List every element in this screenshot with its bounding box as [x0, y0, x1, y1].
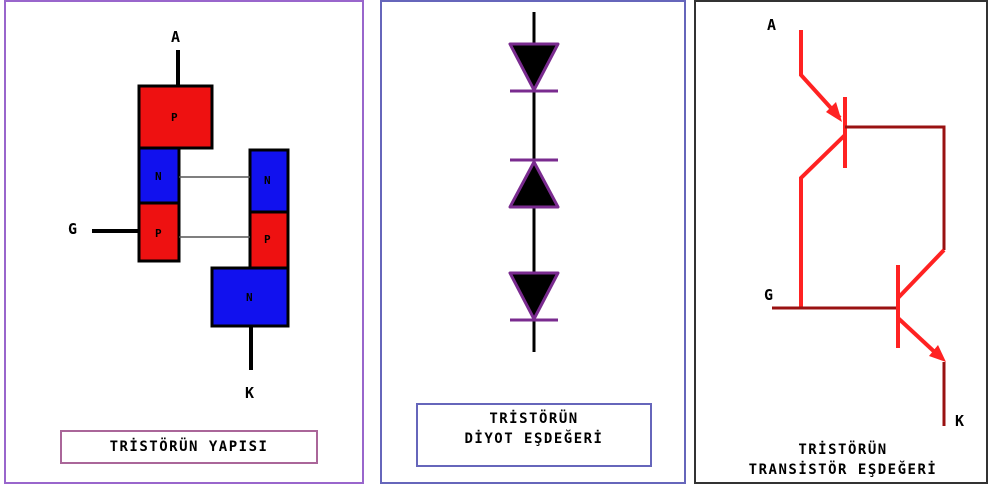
diode-caption-line2: DİYOT EŞDEĞERİ: [464, 431, 604, 447]
diode-caption-line1: TRİSTÖRÜN: [489, 411, 579, 427]
transistor-equivalent-diagram: A G K: [764, 16, 964, 430]
npn-collector-lead: [896, 248, 946, 300]
left-layer-3-text: P: [155, 227, 162, 240]
transistor-caption-line1: TRİSTÖRÜN: [798, 442, 888, 458]
pnp-transistor-symbol: [799, 30, 946, 308]
diode-1-triangle: [508, 42, 560, 92]
structure-panel: [4, 0, 364, 484]
left-p-layer-top: [137, 84, 214, 150]
structure-caption-text: TRİSTÖRÜN YAPISI: [109, 439, 269, 455]
cathode-label: K: [245, 384, 254, 402]
pnp-emitter-arrow: [826, 102, 842, 122]
right-layer-3-text: N: [246, 291, 253, 304]
diode-caption: TRİSTÖRÜN DİYOT EŞDEĞERİ: [416, 403, 652, 467]
transistor-gate-label: G: [764, 286, 773, 304]
left-layer-1-text: P: [171, 111, 178, 124]
right-layer-2-text: P: [264, 233, 271, 246]
right-layer-1-text: N: [264, 174, 271, 187]
pnp-emitter-lead: [799, 30, 842, 120]
right-n-layer-bottom: [210, 266, 290, 328]
transistor-anode-label: A: [767, 16, 776, 34]
gate-label: G: [68, 220, 77, 238]
transistor-caption: TRİSTÖRÜN TRANSİSTÖR EŞDEĞERİ: [708, 438, 978, 482]
structure-diagram: A P N P N P N G K: [68, 28, 290, 402]
pnp-collector-lead: [799, 133, 847, 308]
structure-caption: TRİSTÖRÜN YAPISI: [60, 430, 318, 464]
diode-3-triangle: [508, 271, 560, 321]
transistor-caption-line2: TRANSİSTÖR EŞDEĞERİ: [748, 462, 938, 478]
left-layer-2-text: N: [155, 170, 162, 183]
transistor-cathode-label: K: [955, 412, 964, 430]
npn-emitter-lead: [896, 316, 942, 359]
transistor-equivalent-panel: [694, 0, 988, 484]
diode-2-triangle: [508, 160, 560, 209]
npn-emitter-arrow: [929, 345, 946, 362]
anode-label: A: [171, 28, 180, 46]
npn-transistor-symbol: [772, 248, 946, 426]
pnp-base-wire: [845, 125, 946, 250]
diode-equivalent-diagram: [508, 12, 560, 352]
